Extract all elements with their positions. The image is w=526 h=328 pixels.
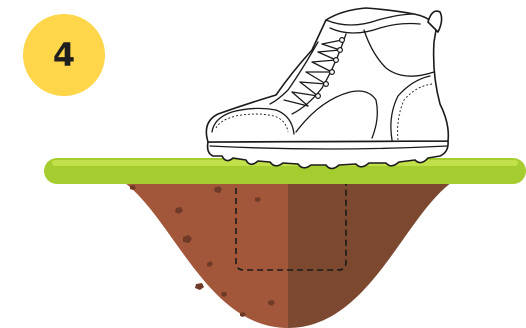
soil-light-half [118,178,288,328]
soil-speck [195,283,204,290]
soil-cross-section [118,178,458,328]
hiking-boot-icon [206,8,448,169]
boot-upper [206,8,448,142]
soil-dark-half [288,178,458,328]
